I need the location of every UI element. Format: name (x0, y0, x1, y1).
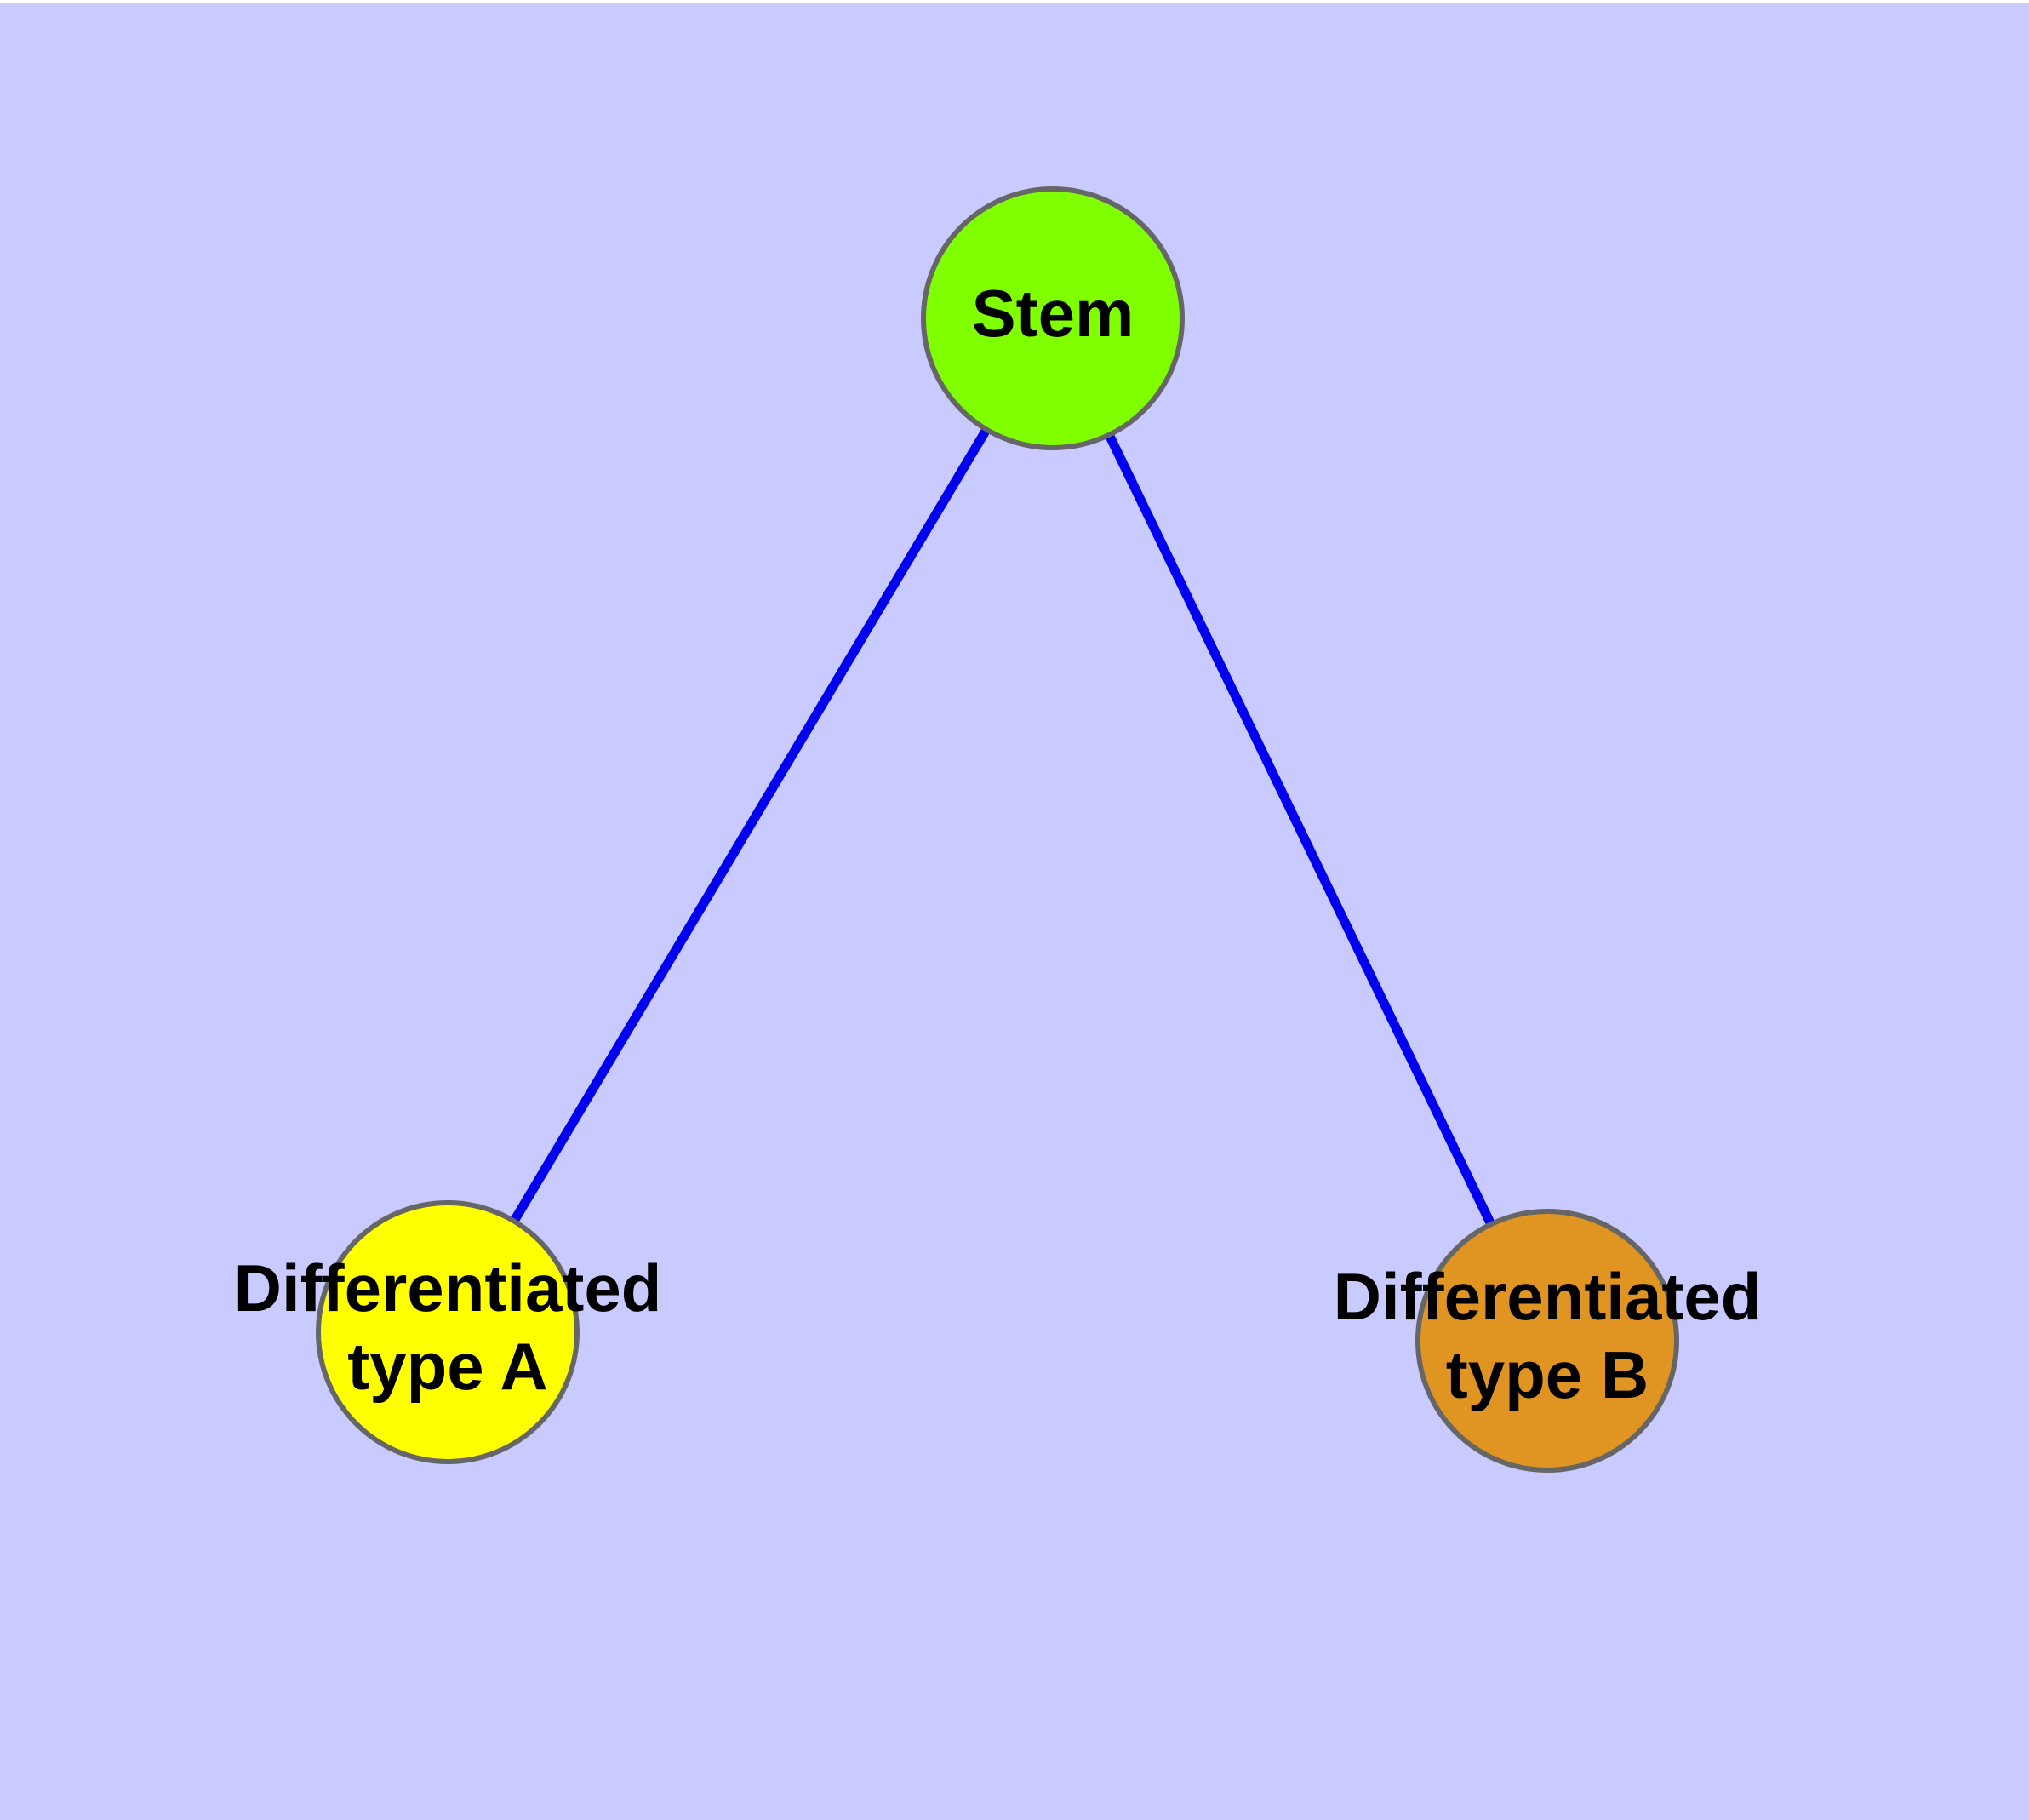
node-label-stem: Stem (972, 276, 1135, 351)
node-label-line: type B (1446, 1337, 1649, 1412)
graph-edge-stem-to-a (508, 424, 992, 1227)
node-label-line: Differentiated (234, 1251, 662, 1325)
edge-layer (508, 424, 1497, 1230)
node-circle-stem[interactable] (921, 186, 1185, 450)
node-circle-diff_b[interactable] (1415, 1209, 1679, 1473)
node-label-line: type A (347, 1329, 548, 1404)
graph-node-stem[interactable]: Stem (921, 186, 1185, 450)
node-circle-diff_a[interactable] (316, 1200, 580, 1464)
node-label-line: Differentiated (1334, 1259, 1762, 1334)
node-label-line: Stem (972, 276, 1135, 351)
graph-edge-stem-to-b (1103, 429, 1497, 1230)
